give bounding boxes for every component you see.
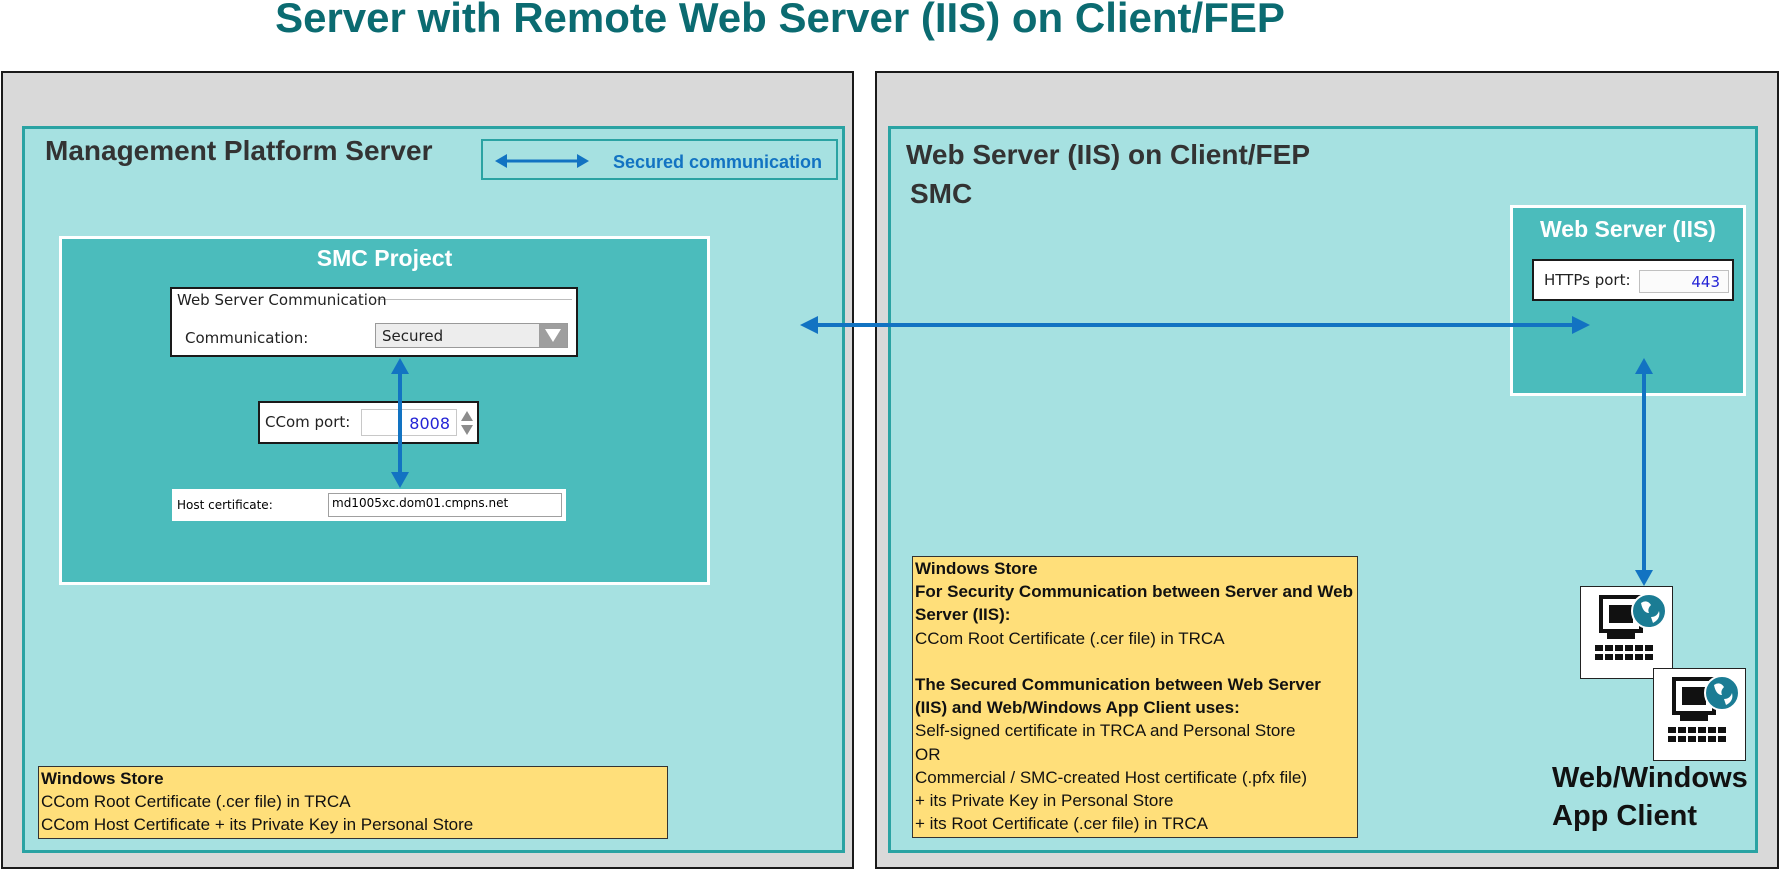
- host-certificate-group: Host certificate: md1005xc.dom01.cmpns.n…: [172, 489, 566, 521]
- diagram-title: Server with Remote Web Server (IIS) on C…: [275, 0, 1285, 41]
- ccom-port-group: CCom port: 8008: [258, 401, 479, 444]
- client-label-line: Web/Windows: [1552, 762, 1748, 794]
- communication-select-value: Secured: [382, 327, 444, 345]
- right-store-line: + its Root Certificate (.cer file) in TR…: [915, 814, 1209, 834]
- https-port-group: HTTPs port: 443: [1532, 259, 1734, 301]
- right-store-line: OR: [915, 744, 941, 764]
- legend-label: Secured communication: [613, 152, 823, 172]
- right-store-section2-heading: The Secured Communication between Web Se…: [915, 675, 1321, 718]
- left-store-line: CCom Host Certificate + its Private Key …: [41, 815, 474, 835]
- web-server-client-heading: Web Server (IIS) on Client/FEP: [906, 139, 1311, 170]
- select-arrow-button[interactable]: [539, 324, 567, 347]
- chevron-down-icon: [545, 329, 561, 342]
- web-server-iis-title: Web Server (IIS): [1540, 216, 1716, 242]
- ccom-port-label: CCom port:: [265, 413, 351, 431]
- right-store-line: Self-signed certificate in TRCA and Pers…: [915, 721, 1296, 741]
- smc-subheading: SMC: [910, 178, 973, 209]
- right-store-line: + its Private Key in Personal Store: [915, 791, 1174, 811]
- web-server-communication-group: Web Server Communication Communication: …: [170, 287, 578, 357]
- right-store-line: Commercial / SMC-created Host certificat…: [915, 767, 1308, 787]
- smc-project-title: SMC Project: [316, 245, 453, 271]
- communication-label: Communication:: [185, 329, 309, 347]
- client-computer-icon: [1580, 586, 1673, 679]
- right-store-section1-line: CCom Root Certificate (.cer file) in TRC…: [915, 628, 1225, 648]
- https-port-value: 443: [1691, 273, 1720, 291]
- right-store-spacer: [915, 650, 1355, 673]
- legend-box: Secured communication: [481, 139, 838, 180]
- right-windows-store-note: Windows Store For Security Communication…: [912, 556, 1358, 838]
- legend-arrow-icon: [495, 154, 589, 168]
- right-store-heading: Windows Store: [915, 559, 1038, 578]
- left-windows-store-note: Windows Store CCom Root Certificate (.ce…: [38, 766, 668, 839]
- management-platform-server-heading: Management Platform Server: [45, 135, 433, 166]
- https-port-input[interactable]: 443: [1639, 270, 1729, 293]
- https-port-label: HTTPs port:: [1544, 271, 1631, 289]
- ccom-port-input[interactable]: 8008: [361, 409, 457, 436]
- client-label: Web/Windows App Client: [1552, 759, 1748, 835]
- left-store-heading: Windows Store: [41, 769, 164, 788]
- right-store-section1-heading: For Security Communication between Serve…: [915, 582, 1354, 625]
- left-store-line: CCom Root Certificate (.cer file) in TRC…: [41, 792, 351, 812]
- client-label-line: App Client: [1552, 800, 1697, 832]
- web-comm-group-title: Web Server Communication: [177, 291, 387, 309]
- host-certificate-value: md1005xc.dom01.cmpns.net: [332, 496, 509, 510]
- host-certificate-field[interactable]: md1005xc.dom01.cmpns.net: [328, 493, 562, 517]
- client-computer-icon: [1653, 668, 1746, 761]
- web-comm-group-line: [377, 299, 572, 300]
- communication-select[interactable]: Secured: [375, 323, 568, 348]
- host-certificate-label: Host certificate:: [177, 498, 273, 512]
- ccom-port-value: 8008: [409, 414, 450, 433]
- spinner-arrows-icon[interactable]: [460, 409, 474, 437]
